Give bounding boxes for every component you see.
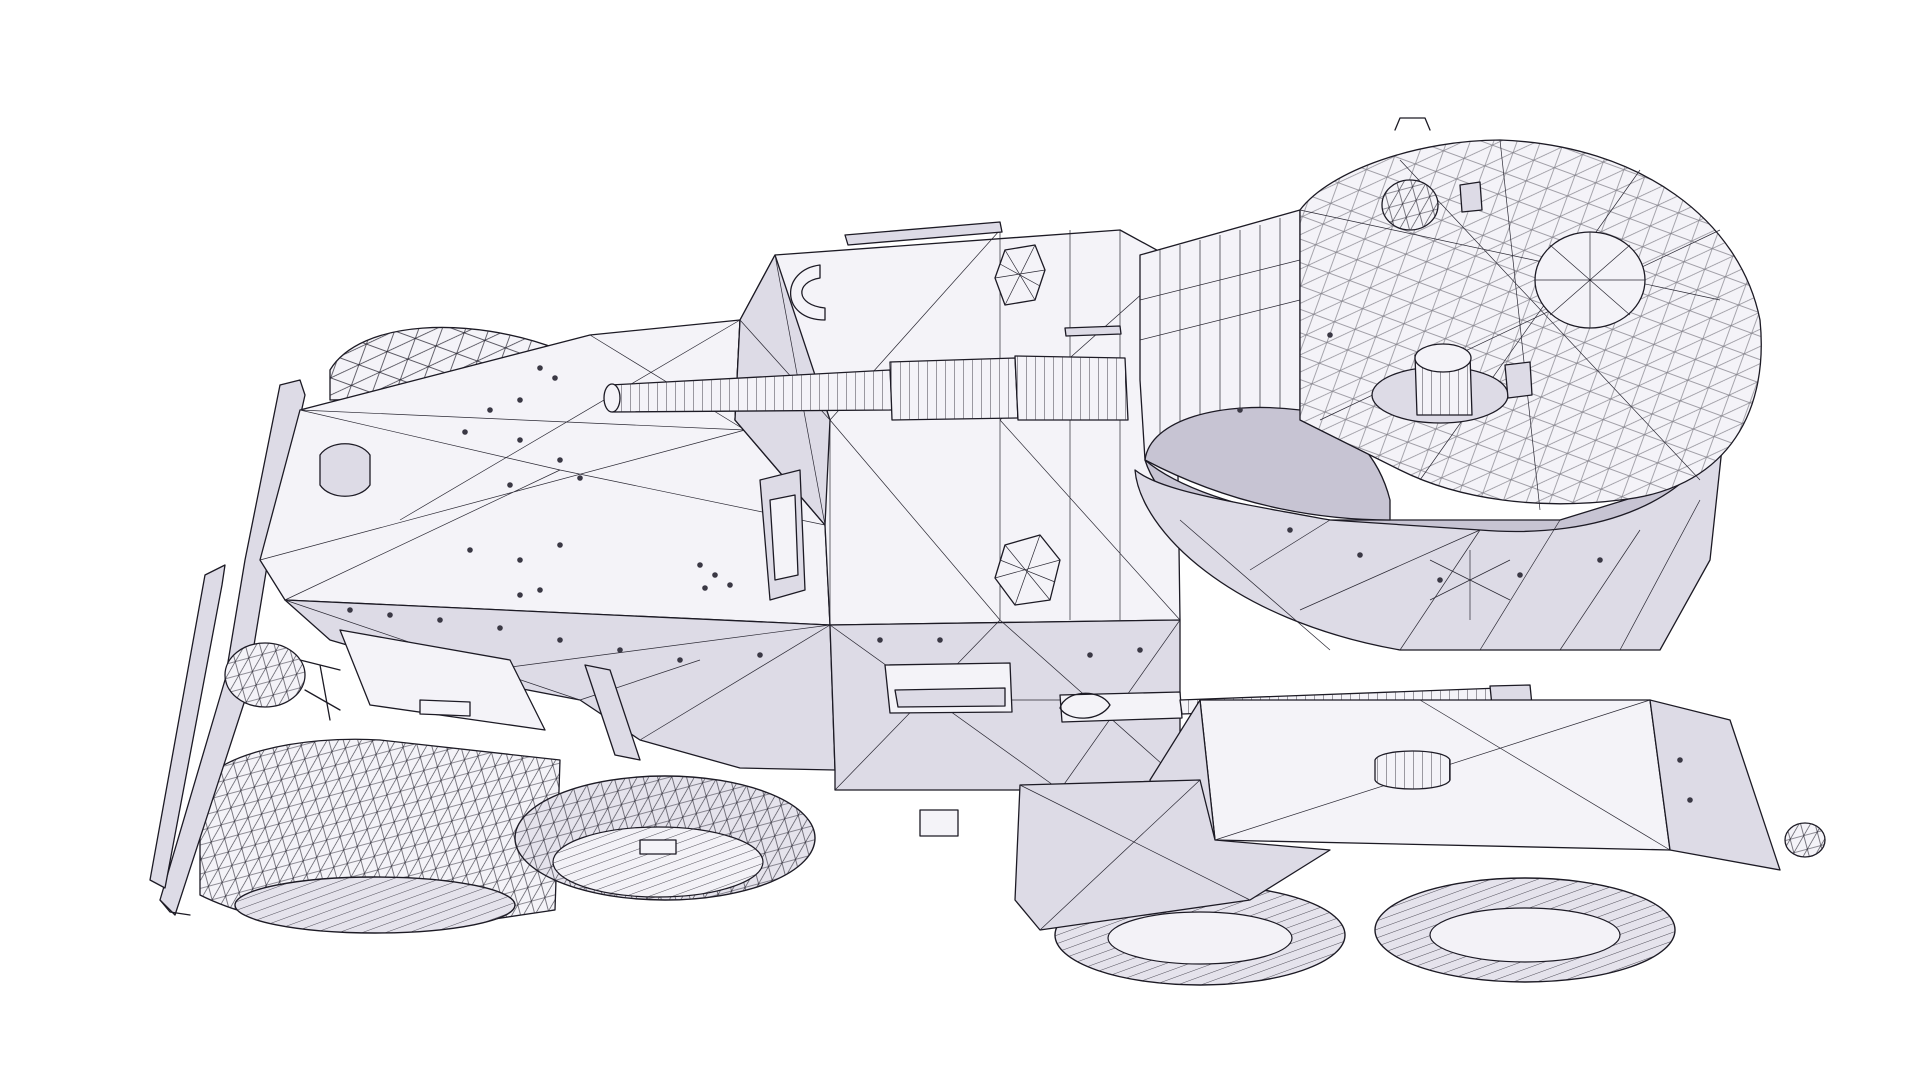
front-bumper-rail bbox=[149, 379, 306, 916]
wheel-front-left bbox=[199, 738, 561, 934]
turret-hatch bbox=[1534, 231, 1646, 329]
vent-rosette-top bbox=[994, 244, 1046, 306]
front-headlight bbox=[224, 642, 341, 721]
turret bbox=[1134, 117, 1762, 651]
rivets bbox=[347, 332, 1693, 803]
periscope bbox=[1371, 343, 1509, 424]
rear-engine-deck bbox=[1014, 699, 1826, 931]
wheel-rear-back bbox=[1374, 877, 1676, 983]
main-gun bbox=[603, 355, 1129, 421]
wheel-front-right bbox=[514, 775, 816, 901]
vent-rosette-bottom bbox=[994, 534, 1061, 606]
engine-grille bbox=[1374, 750, 1451, 790]
